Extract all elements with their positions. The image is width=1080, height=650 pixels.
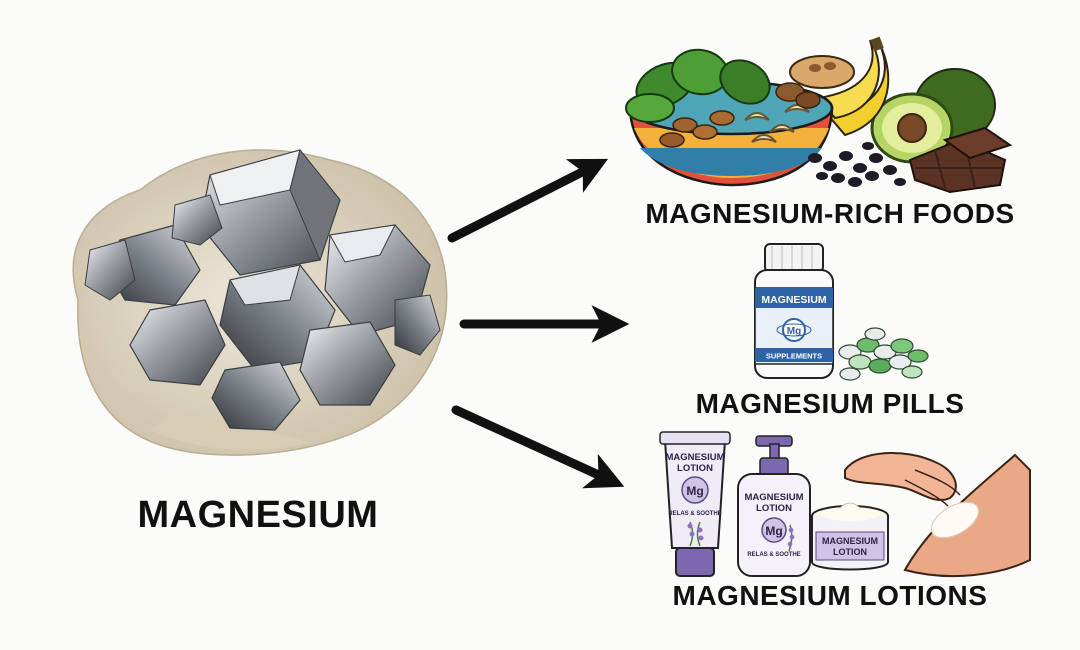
lotion-jar-line1: MAGNESIUM xyxy=(822,536,878,546)
pills-pile-icon xyxy=(838,327,929,381)
chocolate-icon xyxy=(908,126,1013,194)
lotion-tube-tag: RELAS & SOOTHE xyxy=(668,511,721,517)
lotion-pump-line1: MAGNESIUM xyxy=(744,492,803,503)
lotion-jar-line2: LOTION xyxy=(833,547,867,557)
banana-icon xyxy=(816,36,890,137)
lotion-pump-tag: RELAS & SOOTHE xyxy=(747,552,800,558)
lotion-jar-icon: MAGNESIUM LOTION xyxy=(811,502,889,571)
arrow-to-foods xyxy=(447,158,609,243)
pill-bottle-sub: SUPPLEMENTS xyxy=(766,352,822,361)
lotion-pump-line2: LOTION xyxy=(756,503,792,514)
lotion-tube-line1: MAGNESIUM xyxy=(665,452,724,463)
pill-bottle-brand: MAGNESIUM xyxy=(761,294,827,306)
foods-illustration xyxy=(625,36,1013,194)
nut-bowl-icon xyxy=(789,55,855,89)
lotion-pump-icon: MAGNESIUM LOTION Mg RELAS & SOOTHE xyxy=(737,435,811,577)
lotion-tube-icon: MAGNESIUM LOTION Mg RELAS & SOOTHE xyxy=(659,431,731,577)
hand-applying-lotion-icon xyxy=(844,452,1031,578)
lotion-tube-line2: LOTION xyxy=(677,463,713,474)
pill-bottle-symbol: Mg xyxy=(787,326,801,337)
pill-bottle-icon: MAGNESIUM Mg SUPPLEMENTS xyxy=(754,243,834,379)
black-beans-icon xyxy=(808,142,906,187)
foods-label: MAGNESIUM-RICH FOODS xyxy=(645,198,1015,229)
lotion-pump-symbol: Mg xyxy=(765,524,782,538)
food-bowl-icon xyxy=(625,48,834,187)
magnesium-crystal-icon xyxy=(72,148,448,456)
lotion-tube-symbol: Mg xyxy=(686,484,703,498)
magnesium-label: MAGNESIUM xyxy=(137,494,379,536)
arrow-to-lotions xyxy=(451,405,625,489)
avocado-icon xyxy=(870,68,996,164)
lotions-label: MAGNESIUM LOTIONS xyxy=(672,580,988,611)
pills-label: MAGNESIUM PILLS xyxy=(695,388,965,419)
